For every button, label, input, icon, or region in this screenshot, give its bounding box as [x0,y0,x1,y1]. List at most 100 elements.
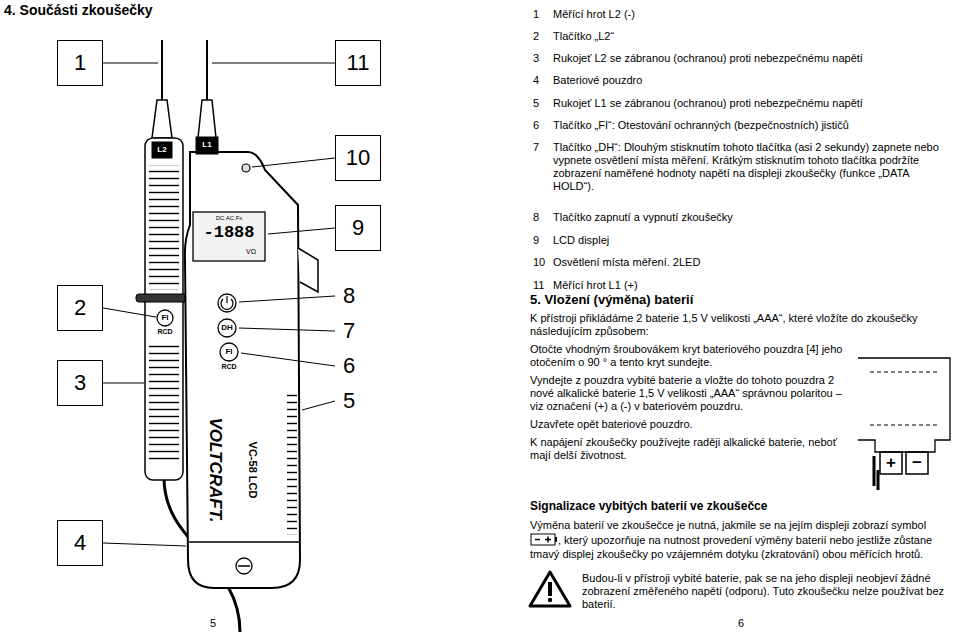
brand-name: VOLTCRAFT. [205,417,225,522]
callout-box: 9 [335,205,381,251]
text-slot: , který upozorňuje na nutnost provedení … [530,534,932,560]
button-mark: DH [217,323,237,333]
rect-stroke [548,582,552,596]
callout-number: 4 [74,530,86,556]
item-number: 6 [533,119,551,132]
callout-number: 1 [74,50,86,76]
paragraph: Otočte vhodným šroubovákem kryt bateriov… [530,343,845,369]
circle-stroke [157,310,173,326]
line-stroke [238,565,250,567]
line-stroke [870,425,940,426]
model-name: VC-58 LCD [246,442,259,499]
circle-stroke [218,294,236,312]
probe-mark: L1 [196,139,218,151]
line-stroke [226,296,227,303]
item-text: Měřící hrot L2 (-) [553,8,953,21]
button-mark: RCD [215,362,243,371]
item-number: 1 [533,8,551,21]
item-text: Rukojeť L2 se zábranou (ochranou) proti … [553,52,953,65]
rect-stroke [193,212,265,261]
circle-stroke [218,319,236,337]
warning-text: Budou-li v přístroji vybité baterie, pak… [582,572,955,611]
callout-number: 9 [352,215,364,241]
line-stroke [103,543,186,546]
callout-box: 2 [57,285,103,331]
callout-number: 2 [74,295,86,321]
line-stroke [873,456,876,486]
polarity-sign: − [906,452,928,474]
item-text: Tlačítko „DH“: Dlouhým stisknutím tohoto… [553,141,953,193]
line-stroke [302,401,335,410]
warning-triangle [530,572,570,606]
item-text: Rukojeť L1 se zábranou (ochranou) proti … [553,97,953,110]
subheading: Signalizace vybitých baterií ve zkoušečc… [530,499,955,514]
item-text: Měřící hrot L1 (+) [553,279,953,292]
line-stroke [161,40,163,100]
rect-stroke [149,165,179,290]
line-stroke [877,470,880,490]
circle-stroke [236,558,252,574]
line-stroke [239,296,335,302]
paragraph: K napájení zkoušečky používejte raději a… [530,436,845,462]
paragraph: Uzavřete opět bateriové pouzdro. [530,418,845,431]
path-stroke [185,152,300,588]
lcd-indicator: DC AC Fx [196,214,262,222]
callout-box: 10 [335,135,381,181]
line-stroke [206,40,208,100]
polygon-stroke [198,100,216,138]
paragraph: K přístroji přikládáme 2 baterie 1,5 V v… [530,312,955,338]
item-number: 4 [533,74,551,87]
item-number: 8 [533,211,551,224]
button-mark: FI [157,313,173,323]
paragraph-text: Výměna baterií ve zkoušečce je nutná, ja… [530,519,926,531]
rect-stroke [149,345,179,463]
leader-lines [103,63,335,546]
rect-stroke [880,452,902,474]
callout-number: 7 [343,318,367,344]
item-number: 5 [533,97,551,110]
item-text: Tlačítko zapnutí a vypnutí zkoušečky [553,211,953,224]
circle-stroke [220,343,238,361]
item-number: 11 [533,279,551,292]
rect-stroke [531,534,555,545]
rect-stroke [152,142,172,158]
callout-box: 1 [57,40,103,86]
line-stroke [103,63,158,64]
line-stroke [103,308,156,317]
item-number: 9 [533,234,551,247]
line-stroke [241,353,335,366]
rect-stroke [287,390,297,535]
line-stroke [268,228,335,234]
callout-box: 11 [335,40,381,86]
circle-stroke [242,164,250,172]
line-stroke [239,328,335,331]
signal-paragraph: Výměna baterií ve zkoušečce je nutná, ja… [530,518,955,561]
item-number: 3 [533,52,551,65]
item-number: 10 [533,256,551,269]
battery-icon [530,532,558,546]
page-number: 6 [734,617,748,630]
callout-number: 8 [343,283,367,309]
rect-stroke [196,137,218,154]
callout-number: 10 [346,145,370,171]
path-stroke [858,358,950,452]
page-number: 5 [206,617,220,630]
battery-section: 5. Vložení (výměna) bateriíK přístroji p… [530,292,955,467]
rect-stroke [136,294,192,302]
polygon-stroke [152,100,172,138]
probe-mark: L2 [152,144,172,156]
line-stroke [547,537,549,543]
line-stroke [535,539,540,541]
rect-stroke [555,537,557,542]
line-stroke [870,372,940,373]
line-stroke [212,63,335,64]
path-stroke [298,248,318,292]
callout-box: 3 [57,360,103,406]
tester-body [185,40,318,588]
callout-number: 3 [74,370,86,396]
item-text: Bateriové pouzdro [553,74,953,87]
callout-number: 5 [343,388,367,414]
button-mark: RCD [151,327,179,336]
text-slot: Výměna baterií ve zkoušečce je nutná, ja… [530,519,926,531]
